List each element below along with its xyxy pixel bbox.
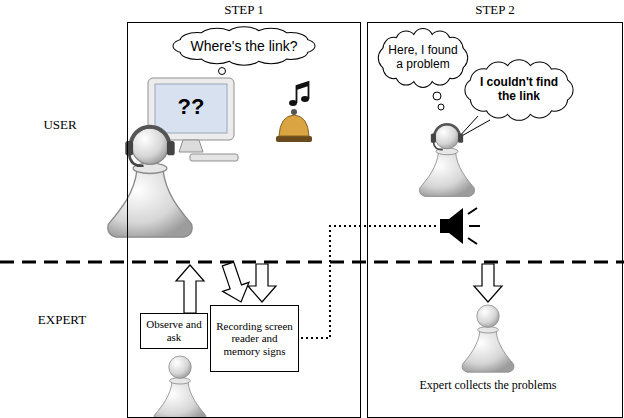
step-heading: STEP 2 [367, 3, 623, 18]
bell-base [276, 136, 312, 142]
row-label: USER [25, 117, 95, 133]
headset-ear [458, 134, 463, 143]
cloud-stroke [174, 27, 315, 64]
step-panel: STEP 1 Where's the link? Observe and ask Re… [127, 0, 361, 418]
sound-waves [468, 208, 480, 244]
step-panel: STEP 2 Here, I found a problem I couldn't … [367, 0, 623, 418]
row-label: EXPERT [22, 312, 102, 328]
keyboard [190, 154, 238, 161]
person-body [154, 382, 206, 418]
speaker-icon [440, 208, 480, 244]
note-stems [297, 82, 309, 103]
node-text: I couldn't find the link [472, 76, 566, 104]
headset-ear [167, 141, 175, 155]
row-separator [0, 261, 624, 264]
monitor-stand [179, 140, 203, 152]
headset-ear [431, 134, 436, 143]
cloud-core [387, 38, 458, 77]
thought-dot [219, 68, 226, 75]
person-figure [419, 124, 474, 196]
speaker-box [440, 219, 449, 233]
confusion-mark: ?? [166, 94, 216, 120]
block-arrow [248, 264, 276, 302]
bell-dome [279, 115, 309, 136]
playback-line [301, 226, 438, 338]
headset-mic [433, 142, 442, 150]
node-text: Recording screen reader and memory signs [214, 320, 295, 358]
headset-band [434, 124, 460, 137]
person-body [108, 170, 192, 238]
block-arrow [215, 259, 254, 306]
cloud-stroke [465, 60, 572, 120]
person-head [435, 125, 459, 149]
thought-bubble: Here, I found a problem [376, 27, 470, 89]
note-beam [297, 82, 309, 90]
screen [155, 84, 227, 133]
music-note-icon [289, 82, 309, 106]
step-heading: STEP 1 [127, 3, 361, 18]
cloud-stroke [379, 29, 467, 87]
headset-mic [129, 154, 143, 166]
cloud-fill [379, 29, 467, 87]
cloud-fill [174, 27, 315, 64]
person-figure [108, 127, 192, 238]
cloud-fill [465, 60, 572, 120]
thought-dot [438, 104, 444, 110]
bell-knob [291, 109, 297, 115]
person-body [419, 152, 474, 196]
person-head [169, 356, 191, 378]
node-text: Here, I found a problem [388, 44, 458, 72]
speaker-cone [449, 208, 463, 244]
block-arrow [474, 264, 502, 302]
person-head [477, 305, 499, 327]
caption-note: Expert collects the problems [392, 378, 584, 393]
node-text: Observe and ask [144, 318, 204, 343]
block-arrow [176, 265, 204, 313]
thought-bubble: Where's the link? [169, 26, 319, 66]
person-figure [462, 305, 514, 372]
process-box: Observe and ask [140, 313, 208, 349]
speech-bubble: I couldn't find the link [462, 58, 576, 122]
node-text: Where's the link? [191, 38, 298, 54]
thought-dot [433, 92, 441, 100]
cloud-core [187, 33, 301, 58]
headset-band [131, 127, 170, 147]
process-box: Recording screen reader and memory signs [210, 305, 299, 372]
person-figure [154, 356, 206, 418]
bell-icon [276, 109, 312, 142]
person-body [462, 331, 514, 373]
